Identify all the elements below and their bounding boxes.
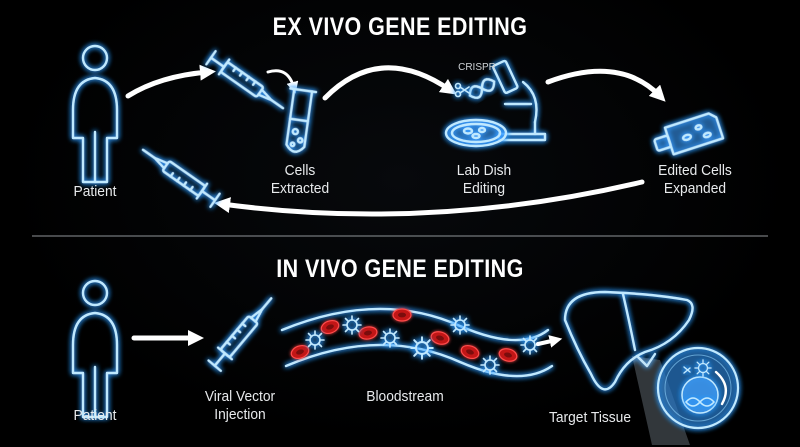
- edited-cells-label: Edited Cells Expanded: [658, 162, 732, 197]
- petri-dish-icon: [444, 118, 508, 148]
- ex-vivo-title: EX VIVO GENE EDITING: [272, 13, 528, 41]
- arrow-tube-to-lab: [322, 65, 457, 101]
- blood-vessel-icon: [280, 307, 554, 378]
- virus-icon: [305, 315, 540, 375]
- ex-vivo-patient-icon: [71, 44, 119, 184]
- cells-extracted-label: Cells Extracted: [270, 162, 330, 197]
- liver-icon: [563, 290, 694, 391]
- arrow-lab-to-flask: [545, 68, 666, 102]
- dna-icon: [468, 78, 496, 99]
- magnifier-icon: [656, 346, 740, 430]
- ex-vivo-patient-label: Patient: [73, 183, 117, 200]
- target-tissue-label: Target Tissue: [548, 409, 632, 426]
- flask-icon: [653, 112, 725, 156]
- in-vivo-syringe-icon: [206, 291, 280, 373]
- in-vivo-patient-icon: [71, 279, 119, 419]
- in-vivo-title: IN VIVO GENE EDITING: [276, 255, 524, 283]
- bloodstream-label: Bloodstream: [366, 388, 444, 405]
- arrow-return-to-patient: [214, 179, 645, 217]
- crispr-label: CRISPR: [458, 62, 496, 73]
- in-vivo-patient-label: Patient: [73, 407, 117, 424]
- return-syringe-icon: [136, 141, 222, 209]
- arrow-syringe-to-tube: [266, 69, 299, 94]
- test-tube-icon: [285, 87, 318, 153]
- lab-dish-label: Lab Dish Editing: [456, 162, 512, 197]
- scissors-icon: [454, 82, 470, 98]
- viral-vector-label: Viral Vector Injection: [204, 388, 276, 423]
- ex-vivo-syringe-icon: [204, 49, 290, 117]
- arrow-vessel-to-liver: [536, 335, 563, 348]
- arrow-patient-to-syringe: [125, 64, 216, 99]
